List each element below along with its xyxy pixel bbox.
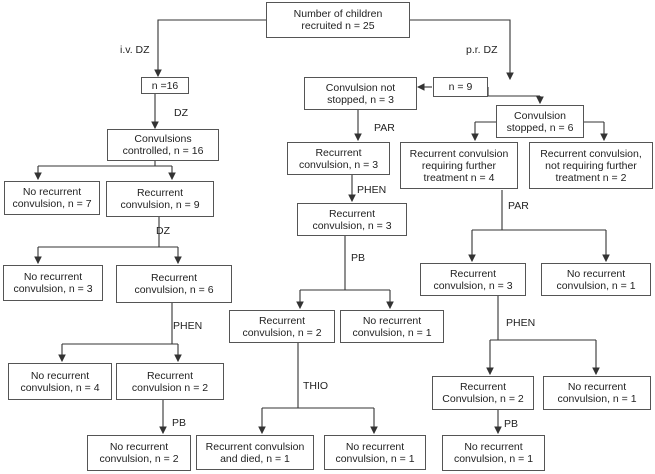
left-pb-label: PB	[172, 417, 187, 429]
right-norec1e-box: No recurrent convulsion, n = 1	[442, 435, 545, 471]
mid-norec1a-box: No recurrent convulsion, n = 1	[340, 310, 444, 343]
right-pb-label: PB	[504, 418, 519, 430]
mid-not-stopped-box: Convulsion not stopped, n = 3	[304, 77, 417, 110]
left-dz2-label: DZ	[156, 225, 170, 237]
pr-dz-label: p.r. DZ	[466, 44, 498, 56]
left-phen-label: PHEN	[173, 320, 203, 332]
left-rec9-box: Recurrent convulsion, n = 9	[106, 181, 214, 217]
right-rec3c-box: Recurrent convulsion, n = 3	[420, 263, 526, 296]
mid-norec1b-box: No recurrent convulsion, n = 1	[324, 435, 426, 470]
mid-rec3a-box: Recurrent convulsion, n = 3	[287, 142, 390, 175]
mid-thio-label: THIO	[303, 380, 329, 392]
mid-pb-label: PB	[351, 252, 366, 264]
left-rec2-box: Recurrent convulsion n = 2	[116, 363, 224, 400]
left-n16-box: n =16	[141, 77, 189, 94]
left-controlled-box: Convulsions controlled, n = 16	[107, 129, 219, 161]
mid-par-label: PAR	[374, 122, 395, 134]
right-norec1d-box: No recurrent convulsion, n = 1	[543, 376, 651, 410]
left-norec2-box: No recurrent convulsion, n = 2	[87, 435, 191, 471]
right-n9-box: n = 9	[433, 77, 488, 97]
left-rec6-box: Recurrent convulsion, n = 6	[116, 265, 232, 303]
mid-rec-died-box: Recurrent convulsion and died, n = 1	[196, 435, 314, 470]
root-box: Number of children recruited n = 25	[266, 2, 410, 38]
left-norec3-box: No recurrent convulsion, n = 3	[3, 265, 103, 301]
right-rec2b-box: Recurrent Convulsion, n = 2	[432, 376, 534, 410]
mid-rec3b-box: Recurrent convulsion, n = 3	[297, 203, 407, 236]
iv-dz-label: i.v. DZ	[120, 44, 150, 56]
left-norec4-box: No recurrent convulsion, n = 4	[8, 363, 112, 400]
right-notreq2-box: Recurrent convulsion, not requiring furt…	[529, 142, 653, 189]
left-norec7-box: No recurrent convulsion, n = 7	[4, 181, 100, 215]
right-par-label: PAR	[508, 200, 529, 212]
right-norec1c-box: No recurrent convulsion, n = 1	[541, 263, 651, 296]
right-req4-box: Recurrent convulsion requiring further t…	[400, 142, 518, 189]
right-stopped-box: Convulsion stopped, n = 6	[496, 105, 584, 138]
mid-rec2a-box: Recurrent convulsion, n = 2	[229, 310, 335, 343]
left-dz1-label: DZ	[174, 107, 188, 119]
mid-phen-label: PHEN	[357, 184, 387, 196]
right-phen-label: PHEN	[506, 317, 536, 329]
